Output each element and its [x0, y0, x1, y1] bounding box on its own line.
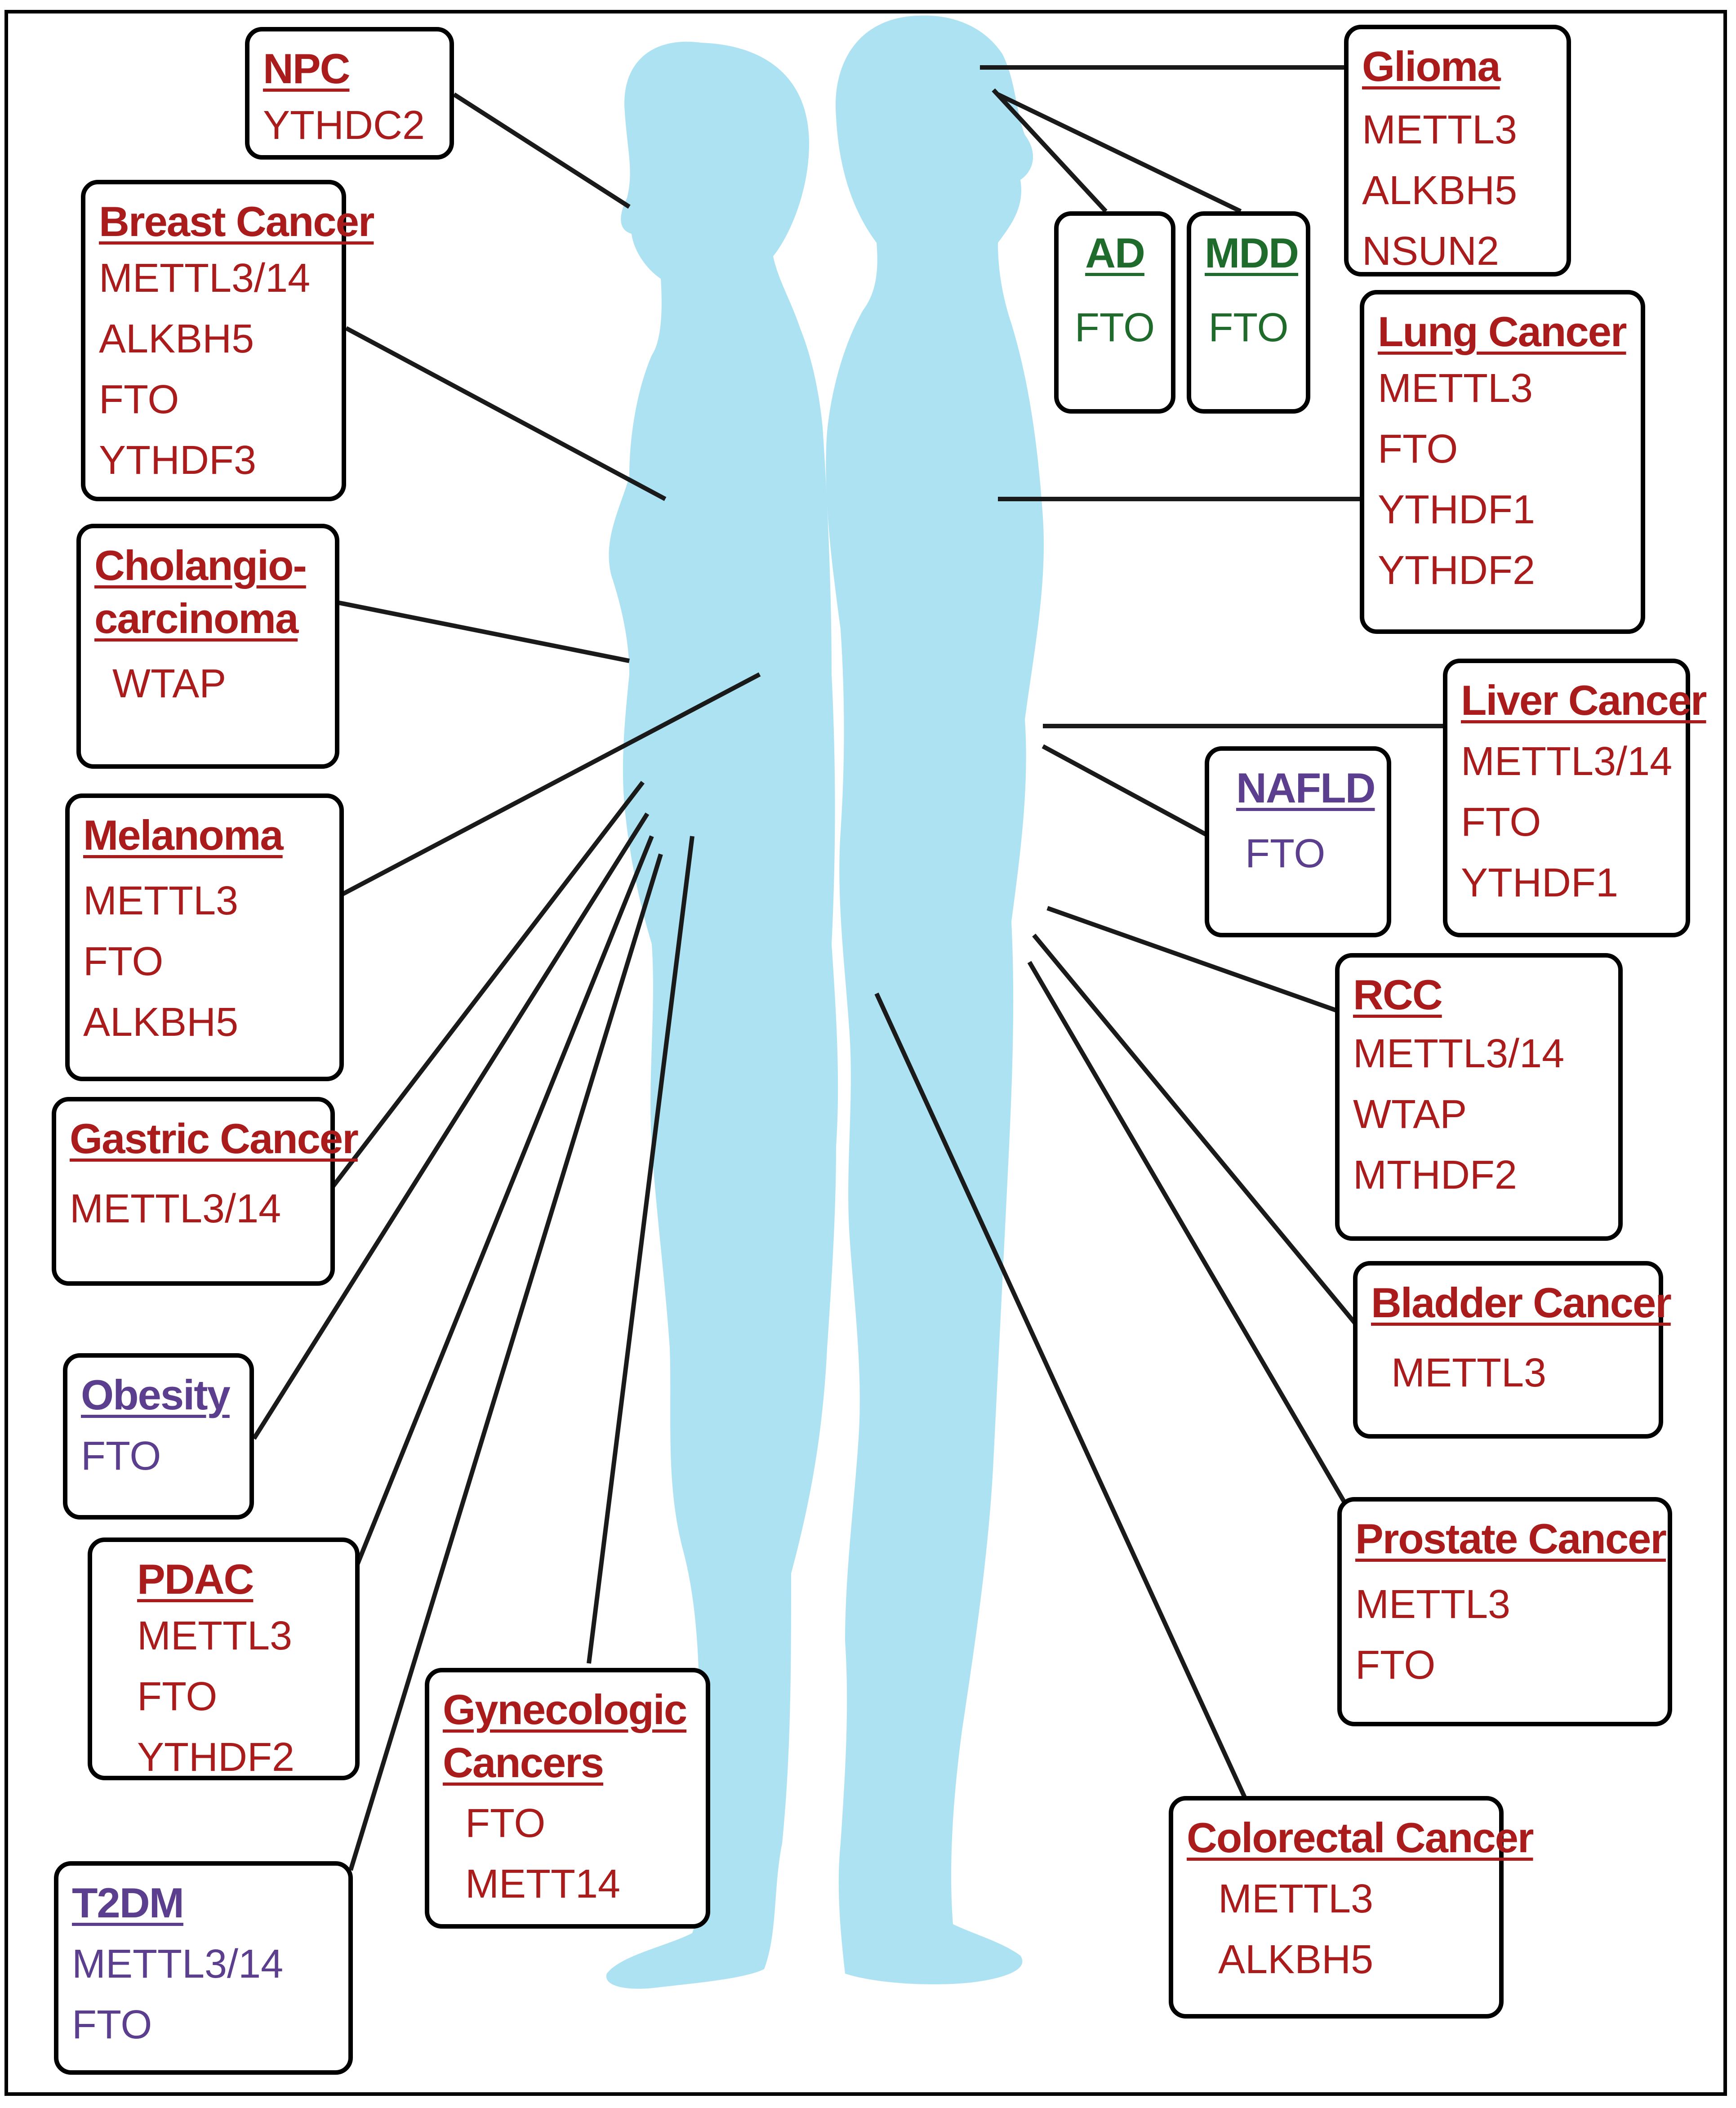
connector-prostate — [1027, 961, 1346, 1503]
box-title: Gastric Cancer — [70, 1115, 359, 1162]
box-item: ALKBH5 — [99, 316, 254, 361]
box-gastric-cancer: Gastric Cancer METTL3/14 — [52, 1097, 359, 1286]
box-item: FTO — [99, 377, 179, 422]
box-title: Breast Cancer — [99, 198, 374, 245]
connector-mdd — [997, 92, 1242, 214]
box-title-line-1: Cholangio- — [94, 542, 307, 589]
box-item: WTAP — [112, 661, 227, 706]
connector-gastric — [331, 780, 645, 1189]
box-title: T2DM — [72, 1879, 184, 1926]
box-title: Obesity — [81, 1371, 231, 1418]
connector-bladder — [1032, 933, 1359, 1328]
box-item: FTO — [465, 1801, 546, 1846]
box-title-line-2: Cancers — [443, 1738, 604, 1786]
connector-gyneco — [587, 836, 694, 1664]
box-cholangiocarcinoma: Cholangio- carcinoma WTAP — [76, 524, 339, 769]
female-silhouette — [606, 41, 838, 1989]
connector-obesity — [252, 812, 650, 1440]
box-item: METTL3/14 — [99, 255, 311, 301]
box-npc: NPC YTHDC2 — [245, 27, 454, 160]
box-item: YTHDF1 — [1378, 487, 1536, 532]
box-title: Glioma — [1362, 43, 1501, 90]
box-title: Liver Cancer — [1461, 677, 1707, 724]
box-title: MDD — [1205, 229, 1299, 276]
box-title-line-2: carcinoma — [94, 594, 298, 642]
box-liver-cancer: Liver Cancer METTL3/14 FTO YTHDF1 — [1443, 659, 1707, 937]
box-rcc: RCC METTL3/14 WTAP MTHDF2 — [1335, 953, 1623, 1241]
box-mdd: MDD FTO — [1187, 211, 1310, 414]
box-title-line-1: Gynecologic — [443, 1686, 687, 1733]
box-melanoma: Melanoma METTL3 FTO ALKBH5 — [65, 793, 344, 1081]
box-item: YTHDF3 — [99, 437, 257, 483]
box-item: FTO — [1245, 831, 1326, 876]
box-item: MTHDF2 — [1353, 1152, 1517, 1198]
box-item: FTO — [137, 1674, 218, 1719]
box-item: FTO — [1461, 799, 1541, 845]
box-item: WTAP — [1353, 1092, 1467, 1137]
box-item: FTO — [72, 2002, 152, 2047]
box-item: ALKBH5 — [1362, 168, 1518, 213]
connector-cholangio — [337, 600, 630, 663]
connector-t2dm — [348, 853, 663, 1871]
box-gynecologic-cancers: Gynecologic Cancers FTO METT14 — [425, 1668, 710, 1929]
box-obesity: Obesity FTO — [63, 1353, 254, 1520]
box-item: NSUN2 — [1362, 228, 1500, 274]
box-t2dm: T2DM METTL3/14 FTO — [54, 1861, 353, 2075]
box-item: METTL3 — [1378, 365, 1533, 411]
box-pdac: PDAC METTL3 FTO YTHDF2 — [88, 1538, 360, 1780]
box-item: YTHDC2 — [263, 103, 425, 148]
box-title: NPC — [263, 45, 350, 92]
box-title: Lung Cancer — [1378, 308, 1627, 355]
box-item: YTHDF1 — [1461, 860, 1619, 905]
box-bladder-cancer: Bladder Cancer METTL3 — [1353, 1261, 1672, 1439]
box-item: METT14 — [465, 1862, 621, 1907]
box-colorectal-cancer: Colorectal Cancer METTL3 ALKBH5 — [1169, 1796, 1534, 2019]
box-title: PDAC — [137, 1555, 254, 1603]
box-item: METTL3 — [83, 878, 239, 923]
box-item: METTL3 — [137, 1613, 293, 1658]
box-glioma: Glioma METTL3 ALKBH5 NSUN2 — [1344, 25, 1571, 276]
box-item: FTO — [1378, 426, 1458, 472]
box-item: FTO — [81, 1433, 161, 1479]
box-item: FTO — [1355, 1642, 1436, 1688]
connector-pdac — [355, 835, 654, 1565]
box-title: NAFLD — [1236, 764, 1376, 811]
box-item: METTL3 — [1362, 107, 1518, 152]
box-item: METTL3/14 — [1461, 739, 1673, 784]
box-item: YTHDF2 — [1378, 548, 1536, 593]
box-title: Colorectal Cancer — [1187, 1814, 1534, 1861]
box-title: RCC — [1353, 971, 1443, 1018]
connector-nafld — [1042, 744, 1211, 838]
box-item: ALKBH5 — [83, 999, 239, 1045]
connector-colorectal — [874, 992, 1247, 1800]
box-item: FTO — [1208, 305, 1289, 350]
connector-npc — [453, 92, 631, 209]
box-item: FTO — [83, 939, 164, 984]
box-nafld: NAFLD FTO — [1205, 746, 1391, 937]
connector-melanoma — [340, 672, 761, 897]
box-item: METTL3 — [1355, 1582, 1511, 1627]
box-breast-cancer: Breast Cancer METTL3/14 ALKBH5 FTO YTHDF… — [81, 180, 374, 501]
box-item: ALKBH5 — [1218, 1937, 1374, 1982]
box-item: METTL3 — [1391, 1350, 1547, 1395]
box-title: Bladder Cancer — [1371, 1279, 1672, 1326]
box-title: AD — [1085, 229, 1145, 276]
box-lung-cancer: Lung Cancer METTL3 FTO YTHDF1 YTHDF2 — [1360, 290, 1645, 634]
box-item: FTO — [1074, 305, 1155, 350]
connector-rcc — [1046, 906, 1340, 1014]
box-item: YTHDF2 — [137, 1734, 295, 1780]
box-item: METTL3/14 — [1353, 1031, 1565, 1076]
box-title: Prostate Cancer — [1355, 1515, 1667, 1562]
connector-breast — [345, 326, 667, 501]
connector-lines — [252, 65, 1447, 1871]
male-silhouette — [826, 15, 1044, 1984]
box-item: METTL3 — [1218, 1876, 1374, 1921]
connector-ad — [992, 88, 1108, 213]
box-item: METTL3/14 — [70, 1186, 281, 1231]
box-title: Melanoma — [83, 811, 284, 859]
box-item: METTL3/14 — [72, 1941, 284, 1987]
box-ad: AD FTO — [1054, 211, 1175, 414]
box-prostate-cancer: Prostate Cancer METTL3 FTO — [1337, 1497, 1672, 1726]
